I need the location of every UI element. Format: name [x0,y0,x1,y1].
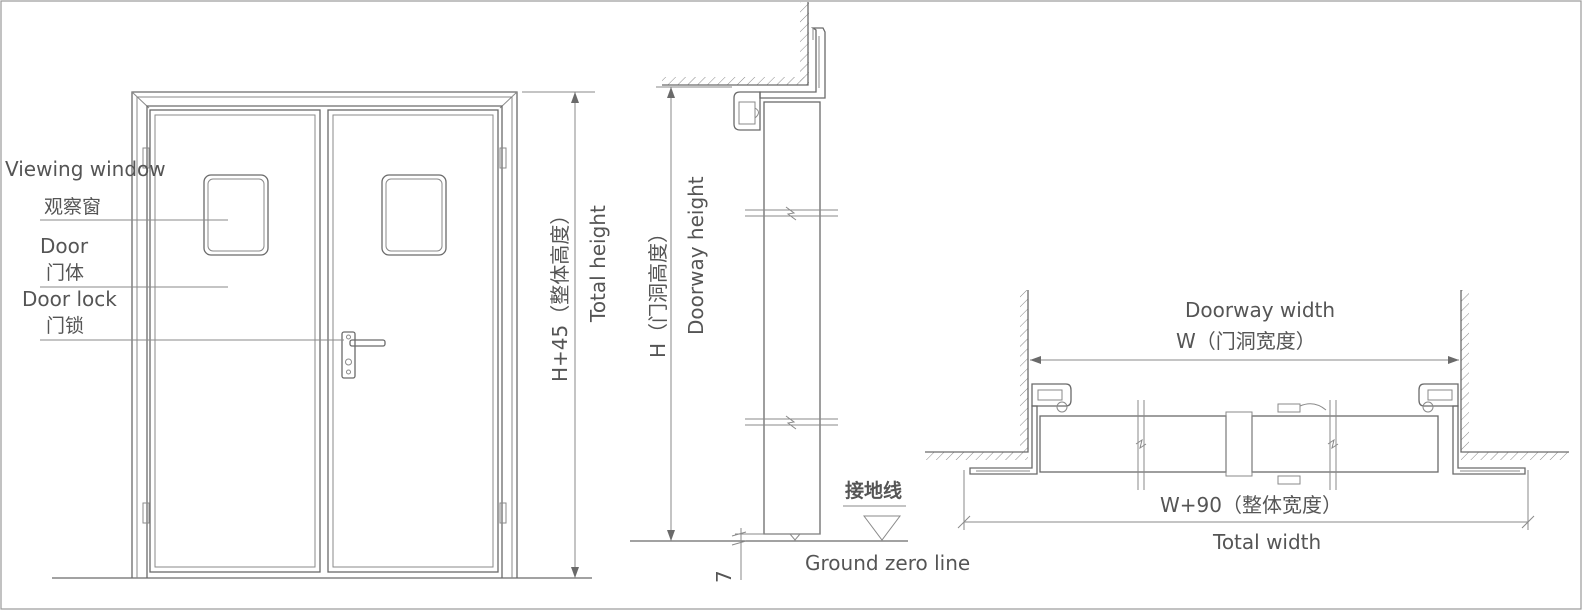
ground-line-label-cn: 接地线 [845,479,902,502]
hinge-icon [142,147,150,169]
door-lock-label-cn: 门锁 [46,315,84,337]
door-label: Door [40,234,89,258]
total-height-dimension: H+45（整体高度） [548,205,572,382]
door-frame-inner [146,105,503,578]
front-view: Viewing window 观察窗 Door 门体 Door lock 门锁 … [5,91,610,579]
plan-section-view: Doorway width W（门洞宽度） W+90（ [925,290,1569,554]
door-frame-outer [131,91,518,578]
ground-symbol-icon [863,515,901,541]
handle-icon [1299,403,1327,411]
door-leaf-left [149,109,321,573]
door-label-cn: 门体 [46,262,84,284]
viewing-window-right [381,174,447,256]
door-lock-label: Door lock [22,287,117,311]
viewing-window-label-cn: 观察窗 [44,196,101,218]
door-leaf-section [763,101,821,535]
wall-left [925,290,1029,453]
doorway-height-dimension: H（门洞高度） [646,223,670,358]
wall-right [1460,290,1569,453]
gap-dimension: 7 [712,570,736,583]
door-leaf-plan-right [1251,415,1439,473]
hinge-icon [499,502,507,524]
frame-profile-top [759,27,826,99]
viewing-window-label: Viewing window [5,157,166,181]
door-lock-icon [341,331,386,379]
wall-section [662,2,809,86]
hinge-icon [142,502,150,524]
total-height-label: Total height [586,205,610,323]
frame-profile-right [1418,383,1459,407]
door-leaf-plan-left [1039,415,1227,473]
hinge-icon [499,147,507,169]
doorway-width-dimension: W（门洞宽度） [1176,329,1316,353]
door-leaf-right [327,109,499,573]
total-width-dimension: W+90（整体宽度） [1160,493,1342,517]
viewing-window-left [203,174,269,256]
total-width-label: Total width [1212,530,1321,554]
ground-line-label: Ground zero line [805,551,970,575]
doorway-width-label: Doorway width [1185,298,1335,322]
doorway-height-label: Doorway height [684,176,708,335]
side-section-view: H（门洞高度） Doorway height 7 接地线 Ground zero… [630,2,970,583]
